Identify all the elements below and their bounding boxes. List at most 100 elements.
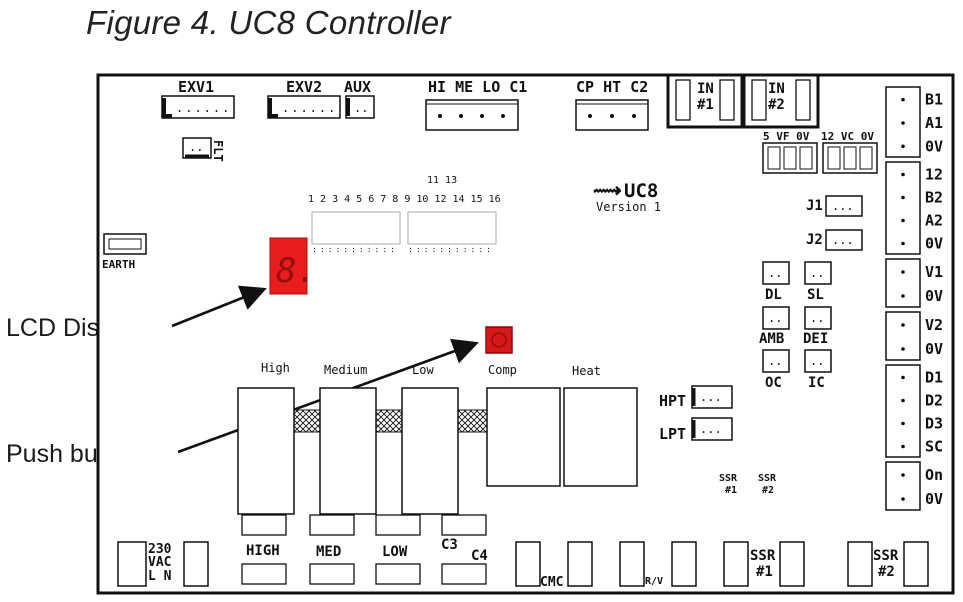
svg-text:..: ..: [768, 354, 782, 368]
right-terminal-pin: [901, 121, 905, 125]
cp-header-label: CP HT C2: [576, 78, 648, 96]
in2-label-b: #2: [768, 97, 785, 113]
right-terminal-pin: [901, 144, 905, 149]
vac-label-b: VAC: [148, 555, 171, 570]
right-terminal-pin: [901, 398, 905, 403]
exv2-label: EXV2: [286, 78, 322, 96]
right-terminal-label: V2: [925, 316, 943, 334]
flt-label: FLT: [211, 140, 225, 162]
dip-switch-left: [311, 211, 401, 245]
right-terminal-pin: [901, 323, 905, 327]
earth-connector: [103, 233, 147, 255]
uc8-logo-text: UC8: [624, 180, 658, 202]
right-terminal-pin: [901, 218, 905, 223]
right-terminal-pin: [901, 195, 905, 200]
j1-label: J1: [806, 198, 823, 214]
right-terminal-pin: [901, 172, 905, 177]
dip-top-numbers: 11 13: [427, 175, 457, 186]
svg-text::::::::::::: :::::::::::: [312, 245, 398, 254]
right-terminal-label: D3: [925, 415, 943, 433]
right-terminal-pin: [901, 444, 905, 449]
svg-text:...: ...: [832, 199, 854, 213]
fan-terminal-block: [425, 99, 519, 131]
relay-label-heat: Heat: [572, 364, 601, 378]
push-button: [485, 326, 513, 354]
right-terminal-pin: [901, 497, 905, 501]
relays: [237, 387, 638, 515]
uc8-version: Version 1: [596, 200, 661, 214]
j2-label: J2: [806, 232, 823, 248]
hpt-connector: [691, 385, 733, 409]
exv1-label: EXV1: [178, 78, 214, 96]
in1-label-a: IN: [697, 81, 714, 97]
flt-connector: [182, 137, 212, 159]
ssr2-label-b: #2: [878, 564, 895, 580]
figure-title: Figure 4. UC8 Controller: [86, 4, 451, 41]
c4-label: C4: [471, 548, 488, 564]
ssr1-label-a: SSR: [750, 548, 776, 564]
right-terminal-pin: [901, 270, 905, 274]
relay-label-high: High: [261, 361, 290, 375]
svg-text:..: ..: [354, 101, 368, 115]
ic-label: IC: [808, 375, 825, 391]
svg-text:..: ..: [768, 311, 782, 325]
right-terminal-label: D1: [925, 369, 943, 387]
right-terminal-pin: [901, 97, 905, 102]
earth-label: EARTH: [102, 258, 135, 271]
relay-label-medium: Medium: [324, 363, 367, 377]
right-terminal-label: 12: [925, 166, 943, 184]
c3-label: C3: [441, 537, 458, 553]
lcd-arrow: [171, 285, 267, 328]
pwr5-label: 5 VF 0V: [763, 130, 810, 143]
svg-text:..: ..: [810, 311, 824, 325]
right-terminal-label: On: [925, 466, 943, 484]
in2-label-a: IN: [768, 81, 785, 97]
lcd-display: [269, 237, 308, 295]
right-terminal-label: V1: [925, 263, 943, 281]
right-terminal-label: 0V: [925, 490, 943, 508]
dip-numbers: 1 2 3 4 5 6 7 8 9 10 12 14 15 16: [308, 194, 501, 205]
right-terminal-pin: [901, 347, 905, 351]
aux-label: AUX: [344, 78, 371, 96]
vac-label-a: 230: [148, 542, 172, 557]
uc8-logo-mark: ⟿: [593, 178, 622, 202]
pwr12-label: 12 VC 0V: [821, 130, 874, 143]
ssr1-label-b: #1: [756, 564, 773, 580]
right-terminal-label: B1: [925, 91, 943, 109]
relay-label-comp: Comp: [488, 363, 517, 377]
svg-text:..: ..: [768, 266, 782, 280]
right-terminal-pin: [901, 294, 905, 298]
oc-label: OC: [765, 375, 782, 391]
svg-text:..: ..: [810, 354, 824, 368]
vac-label-c: L N: [148, 569, 172, 584]
svg-text:...: ...: [700, 422, 722, 436]
right-terminal-pin: [901, 473, 905, 477]
lpt-connector: [691, 417, 733, 441]
in1-label-b: #1: [697, 97, 714, 113]
bottom-connectors: [117, 514, 929, 587]
dl-label: DL: [765, 287, 782, 303]
right-terminal-pin: [901, 241, 905, 246]
lcd-digit: 8.: [276, 251, 317, 291]
svg-text:..: ..: [810, 266, 824, 280]
med-label: MED: [316, 544, 341, 560]
fan-header-label: HI ME LO C1: [428, 78, 527, 96]
sl-label: SL: [807, 287, 824, 303]
j1-connector: [825, 195, 863, 217]
right-terminal-label: A1: [925, 114, 943, 132]
ssr2-label-a: SSR: [873, 548, 899, 564]
right-terminal-label: 0V: [925, 287, 943, 305]
svg-text:...: ...: [832, 233, 854, 247]
right-terminal-label: B2: [925, 189, 943, 207]
j2-connector: [825, 229, 863, 251]
right-terminal-label: D2: [925, 392, 943, 410]
sensor-connectors: .. .. .. .. .. ..: [762, 261, 832, 373]
ssr1-small-label-b: #1: [725, 485, 737, 496]
right-terminal-label: 0V: [925, 137, 943, 155]
lpt-label: LPT: [659, 425, 686, 443]
amb-label: AMB: [759, 331, 784, 347]
dip-switch-right: [407, 211, 497, 245]
cmc-label: CMC: [540, 575, 563, 590]
